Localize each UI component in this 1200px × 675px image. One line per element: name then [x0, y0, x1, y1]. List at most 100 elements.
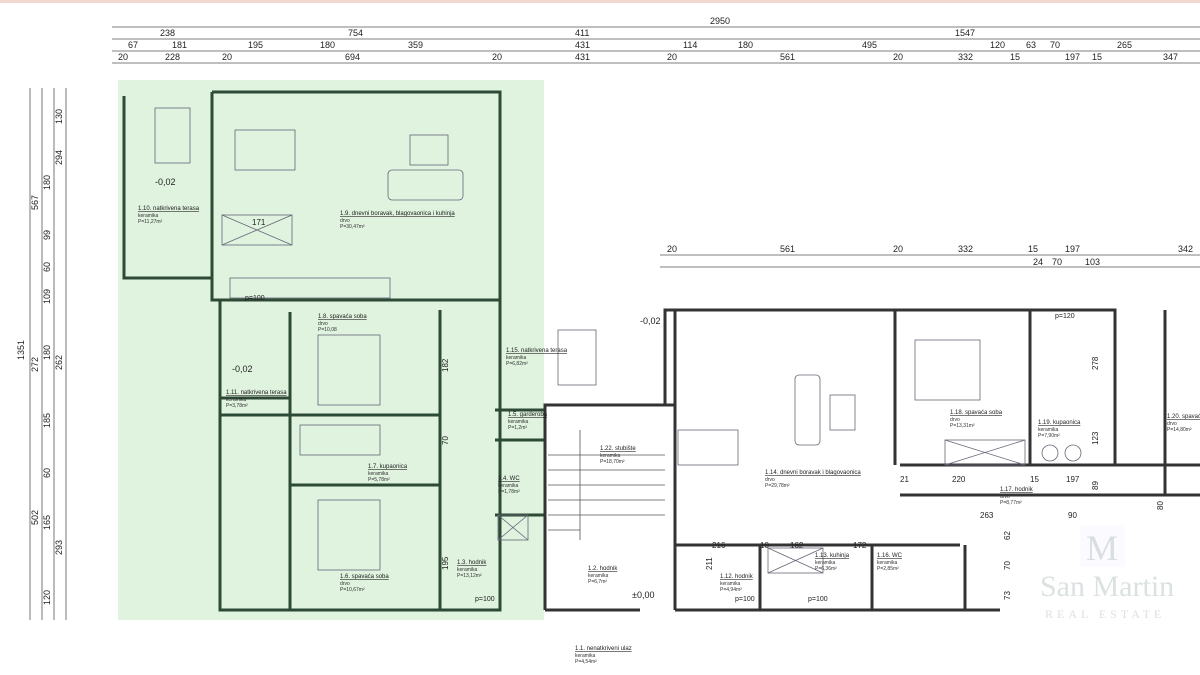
- bed-2: [914, 339, 981, 401]
- dim: 180: [42, 175, 52, 190]
- dim: 293: [54, 540, 64, 555]
- room-floor: keramika: [877, 560, 898, 566]
- dim: 431: [575, 40, 590, 50]
- dim: 197: [1066, 475, 1080, 484]
- dim: 103: [1085, 257, 1100, 267]
- room-name: 1.2. hodnik: [588, 566, 618, 572]
- room-area: P=2,85m²: [877, 566, 899, 572]
- room-name: 1.20. spavaća soba: [1167, 414, 1200, 420]
- elevation-mark: -0,02: [640, 316, 661, 326]
- dim: 109: [42, 289, 52, 304]
- bed: [317, 499, 381, 571]
- dim: 561: [780, 52, 795, 62]
- room-name: 1.15. natkrivena terasa: [506, 348, 568, 354]
- sofa: [387, 169, 464, 201]
- staircase: [548, 430, 665, 540]
- room-area: P=14,80m²: [1167, 427, 1192, 433]
- room-floor: keramika: [226, 397, 247, 403]
- room-floor: keramika: [506, 355, 527, 361]
- dim: 15: [1028, 244, 1038, 254]
- dim: 20: [118, 52, 128, 62]
- dim: 67: [128, 40, 138, 50]
- dim: 211: [705, 557, 714, 570]
- dim: 120: [42, 590, 52, 605]
- dim: 60: [42, 468, 52, 478]
- room-floor: keramika: [600, 453, 621, 459]
- dim: 502: [30, 510, 40, 525]
- room-name: 1.14. dnevni boravak i blagovaonica: [765, 470, 861, 476]
- room-floor: keramika: [575, 653, 596, 659]
- room-name: 1.7. kupaonica: [368, 464, 408, 470]
- dim: 20: [667, 244, 677, 254]
- dim: 220: [952, 475, 966, 484]
- dim: 172: [853, 541, 867, 550]
- dim: 80: [1156, 501, 1165, 510]
- dim: 228: [165, 52, 180, 62]
- dim: 165: [42, 515, 52, 530]
- dining-table: [234, 129, 296, 171]
- room-area: P=11,27m²: [138, 219, 163, 225]
- room-name: 1.17. hodnik: [1000, 487, 1034, 493]
- room-floor: keramika: [588, 573, 609, 579]
- room-area: P=1,2m²: [508, 425, 527, 431]
- coffee-table: [409, 134, 449, 166]
- dim: 20: [893, 52, 903, 62]
- top-border: [0, 0, 1200, 3]
- dining-table-2: [677, 429, 739, 466]
- door-label: p=100: [245, 295, 265, 302]
- dim: 21: [900, 475, 909, 484]
- dim: 70: [1050, 40, 1060, 50]
- room-area: P=5,78m²: [368, 477, 390, 483]
- dim: 10: [760, 541, 769, 550]
- dim: 70: [1003, 561, 1012, 570]
- room-floor: keramika: [508, 419, 529, 425]
- dim: 272: [30, 357, 40, 372]
- dim: 60: [42, 262, 52, 272]
- dim: 180: [42, 345, 52, 360]
- room-name: 1.5. garderoba: [508, 412, 548, 418]
- dim: 15: [1092, 52, 1102, 62]
- svg-text:San Martin: San Martin: [1040, 570, 1174, 603]
- dim: 99: [42, 230, 52, 240]
- terrace-table-2: [557, 329, 597, 386]
- dim: 195: [441, 556, 450, 570]
- dim: 73: [1003, 591, 1012, 600]
- room-name: 1.1. nenatkriveni ulaz: [575, 646, 632, 652]
- dim: 130: [54, 109, 64, 124]
- dim: 342: [1178, 244, 1193, 254]
- dim: 263: [980, 511, 994, 520]
- dim: 238: [160, 28, 175, 38]
- bathroom-vanity: [299, 424, 381, 456]
- room-floor: keramika: [138, 213, 159, 219]
- dim: 114: [683, 40, 697, 50]
- elevation-mark: -0,02: [232, 364, 253, 374]
- terrace-table: [154, 107, 191, 164]
- room-floor: drvo: [1000, 494, 1010, 500]
- dim: 495: [862, 40, 877, 50]
- room-area: P=1,78m²: [498, 489, 520, 495]
- room-name: 1.19. kupaonica: [1038, 420, 1081, 426]
- dim: 15: [1030, 475, 1039, 484]
- room-name: 1.10. natkrivena terasa: [138, 206, 200, 212]
- dim: 332: [958, 52, 973, 62]
- dim: 70: [1052, 257, 1062, 267]
- dim: 561: [780, 244, 795, 254]
- dim: 182: [441, 358, 450, 372]
- room-floor: keramika: [815, 560, 836, 566]
- dim: 278: [1091, 356, 1100, 370]
- room-area: P=4,54m²: [575, 659, 597, 665]
- dim: 411: [575, 28, 589, 38]
- dim: 70: [441, 436, 450, 445]
- room-area: P=18,70m²: [600, 459, 625, 465]
- room-floor: drvo: [765, 477, 775, 483]
- room-name: 1.8. spavaća soba: [318, 314, 367, 320]
- room-floor: keramika: [368, 471, 389, 477]
- dim-total: 2950: [710, 16, 730, 26]
- coffee-table-2: [829, 394, 856, 431]
- room-labels: 1.10. natkrivena terasakeramikaP=11,27m²…: [138, 206, 1200, 665]
- furniture: [154, 107, 1082, 574]
- watermark-logo: M San Martin REAL ESTATE: [1040, 525, 1174, 621]
- room-floor: drvo: [340, 581, 350, 587]
- dim: 1547: [955, 28, 975, 38]
- dim: 216: [712, 541, 726, 550]
